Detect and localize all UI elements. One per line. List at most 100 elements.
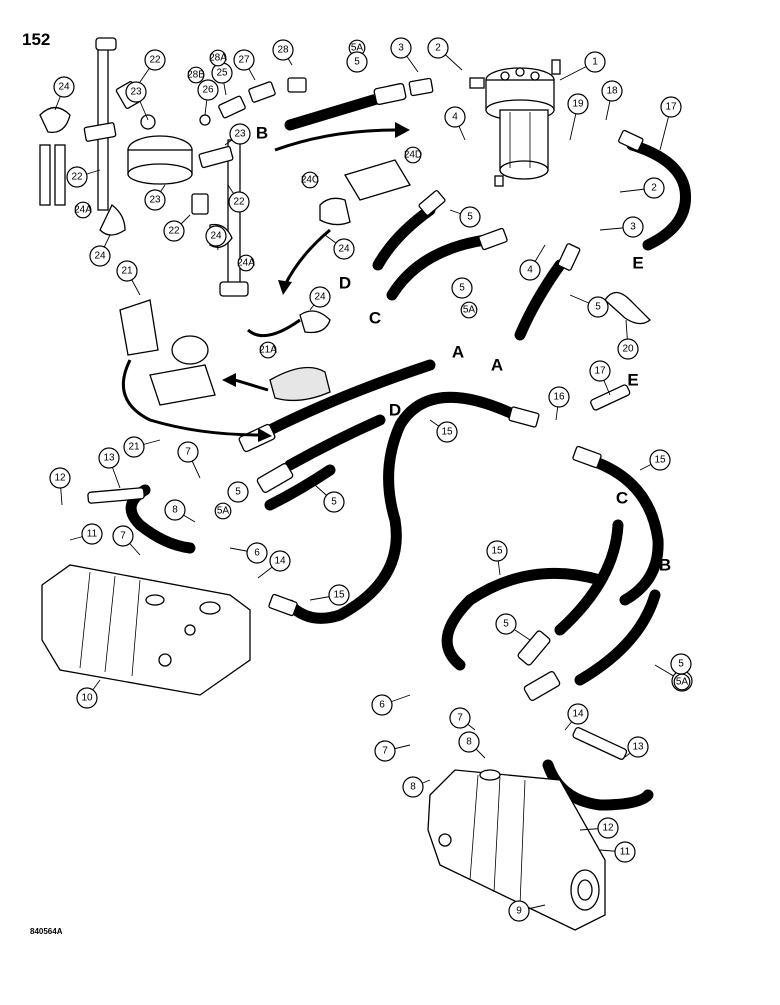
svg-text:5: 5: [235, 487, 241, 498]
svg-text:9: 9: [516, 906, 522, 917]
callout-24: 24: [53, 76, 75, 98]
callout-1: 1: [584, 51, 606, 73]
callout-2: 2: [427, 37, 449, 59]
svg-text:2: 2: [651, 183, 657, 194]
callout-28: 28: [272, 39, 294, 61]
callout-15: 15: [328, 584, 350, 606]
svg-text:12: 12: [602, 823, 614, 834]
svg-text:7: 7: [185, 447, 191, 458]
callout-24a: 24A: [237, 254, 255, 272]
svg-text:21: 21: [121, 266, 133, 277]
hose-5-A-right: [514, 259, 566, 341]
callout-5: 5: [346, 51, 368, 73]
svg-text:15: 15: [491, 546, 503, 557]
flow-arrows: [121, 122, 410, 442]
svg-text:24A: 24A: [74, 205, 92, 216]
connection-letter-c: C: [369, 309, 381, 328]
callout-24: 24: [309, 286, 331, 308]
svg-text:21: 21: [128, 442, 140, 453]
callout-12: 12: [597, 817, 619, 839]
page-number: 152: [22, 30, 51, 49]
svg-text:11: 11: [87, 529, 98, 540]
callout-20: 20: [617, 338, 639, 360]
svg-text:24D: 24D: [404, 150, 422, 161]
callout-23: 23: [229, 123, 251, 145]
callout-3: 3: [390, 37, 412, 59]
connection-letter-e: E: [627, 371, 638, 390]
callout-5a: 5A: [673, 673, 691, 691]
hose-17: [626, 139, 692, 251]
svg-text:11: 11: [620, 847, 631, 858]
svg-text:5A: 5A: [676, 677, 689, 688]
callout-14: 14: [567, 703, 589, 725]
callout-25: 25: [211, 62, 233, 84]
callout-2: 2: [643, 177, 665, 199]
svg-text:8: 8: [172, 505, 178, 516]
svg-text:16: 16: [553, 392, 565, 403]
svg-text:4: 4: [452, 112, 458, 123]
callout-5a: 5A: [214, 502, 232, 520]
svg-text:5A: 5A: [217, 506, 230, 517]
svg-text:2: 2: [435, 43, 441, 54]
callout-22: 22: [144, 49, 166, 71]
callout-14: 14: [269, 550, 291, 572]
callout-11: 11: [614, 841, 636, 863]
connection-letter-c: C: [616, 489, 628, 508]
svg-text:24: 24: [210, 231, 222, 242]
svg-text:5: 5: [678, 659, 684, 670]
callout-28b: 28B: [187, 66, 205, 84]
svg-text:4: 4: [527, 265, 533, 276]
svg-text:13: 13: [632, 742, 644, 753]
svg-text:19: 19: [572, 99, 584, 110]
callout-15: 15: [436, 421, 458, 443]
svg-text:1: 1: [592, 57, 598, 68]
pump-10: [41, 564, 251, 696]
svg-text:5: 5: [459, 283, 465, 294]
svg-text:26: 26: [202, 85, 214, 96]
callout-5: 5: [670, 653, 692, 675]
hose-15-right: [584, 454, 664, 606]
svg-text:24A: 24A: [237, 258, 255, 269]
valve-assembly: [469, 59, 561, 187]
svg-text:20: 20: [622, 344, 634, 355]
callout-5: 5: [495, 613, 517, 635]
callout-17: 17: [589, 360, 611, 382]
hose-B-lower: [574, 589, 661, 686]
callout-22: 22: [163, 220, 185, 242]
svg-text:15: 15: [654, 455, 666, 466]
callout-15: 15: [649, 449, 671, 471]
callout-28a: 28A: [209, 49, 227, 67]
hose-fittings: [87, 77, 644, 760]
callout-24: 24: [205, 225, 227, 247]
callout-26: 26: [197, 79, 219, 101]
svg-text:5A: 5A: [463, 305, 476, 316]
connection-letter-b: B: [256, 124, 268, 143]
callout-5a: 5A: [348, 39, 366, 57]
svg-text:5A: 5A: [351, 43, 364, 54]
hose-C-lower: [554, 519, 624, 636]
callout-13: 13: [627, 736, 649, 758]
pump-9: [427, 769, 606, 931]
hose-15-lower: [441, 567, 606, 671]
hose-5-D: [372, 204, 436, 271]
callout-7: 7: [374, 740, 396, 762]
svg-text:14: 14: [274, 556, 286, 567]
callout-4: 4: [444, 106, 466, 128]
svg-text:12: 12: [54, 473, 66, 484]
svg-text:24: 24: [58, 82, 70, 93]
svg-text:7: 7: [382, 746, 388, 757]
callout-24d: 24D: [404, 146, 422, 164]
svg-text:28A: 28A: [209, 53, 227, 64]
connection-letter-d: D: [389, 401, 401, 420]
svg-text:8: 8: [466, 737, 472, 748]
callout-5: 5: [227, 481, 249, 503]
callout-24: 24: [333, 238, 355, 260]
callout-5: 5: [587, 296, 609, 318]
svg-text:5: 5: [467, 212, 473, 223]
svg-text:25: 25: [216, 68, 228, 79]
svg-text:22: 22: [149, 55, 161, 66]
callout-18: 18: [601, 80, 623, 102]
svg-text:10: 10: [81, 693, 93, 704]
